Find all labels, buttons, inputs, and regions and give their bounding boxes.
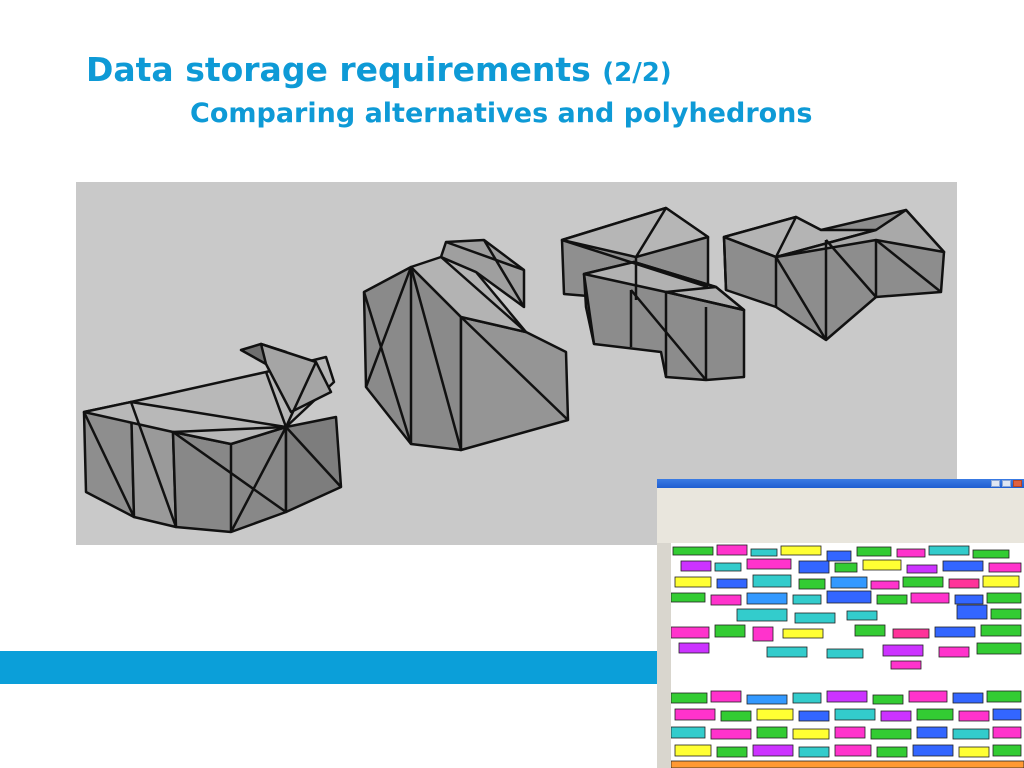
maximize-icon[interactable] <box>1002 480 1011 487</box>
slide-title: Data storage requirements (2/2) <box>86 50 672 89</box>
accent-band <box>0 651 660 684</box>
building-polyhedron-3 <box>560 206 746 382</box>
building-polyhedron-2 <box>362 238 570 452</box>
window-side-panel <box>657 543 672 768</box>
city-model-window <box>657 479 1024 768</box>
city-blocks-drawing <box>671 544 1024 768</box>
building-polyhedron-4 <box>722 208 946 342</box>
polyhedron-figure <box>76 182 957 545</box>
building-polyhedron-1 <box>82 342 343 534</box>
slide-title-suffix: (2/2) <box>602 58 672 88</box>
slide-title-text: Data storage requirements <box>86 50 591 89</box>
close-icon[interactable] <box>1013 480 1022 487</box>
window-toolbar <box>657 488 1024 543</box>
polyhedron-drawing <box>82 206 946 534</box>
city-model-viewport[interactable] <box>671 543 1024 768</box>
window-titlebar[interactable] <box>657 479 1024 488</box>
minimize-icon[interactable] <box>991 480 1000 487</box>
slide-subtitle: Comparing alternatives and polyhedrons <box>190 98 813 129</box>
